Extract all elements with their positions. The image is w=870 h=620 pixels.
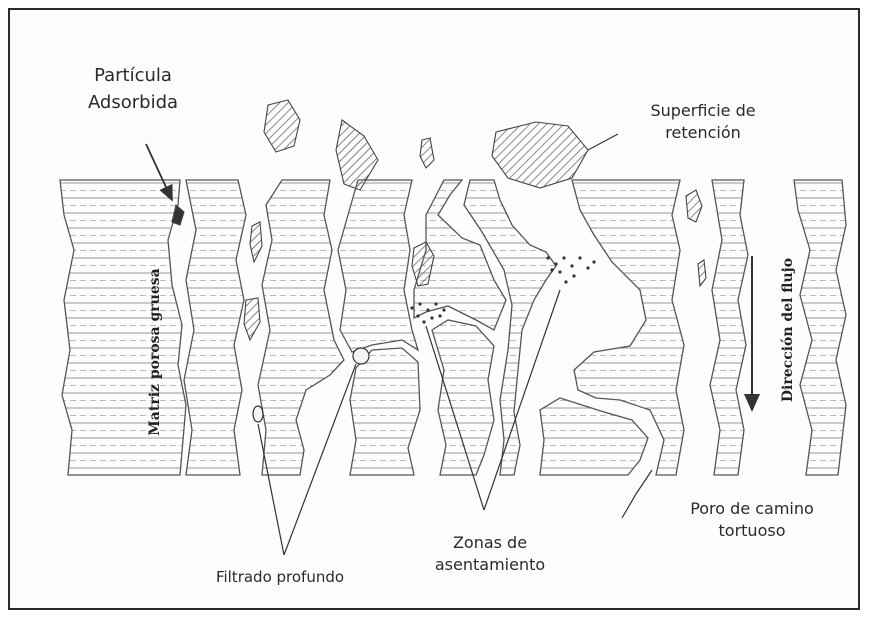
label-flow-direction: Dirección del flujo: [780, 258, 796, 402]
particle: [244, 298, 260, 340]
particle: [250, 222, 262, 262]
label-tortuous-pore-line1: Poro de camino: [662, 498, 842, 520]
particle: [420, 138, 434, 168]
grain-2: [184, 180, 246, 475]
label-retention-surface-line1: Superficie de: [628, 100, 778, 122]
grain-7: [432, 320, 494, 475]
grain-12: [794, 180, 846, 475]
label-coarse-matrix: Matriz porosa gruesa: [147, 268, 163, 435]
label-particle-adsorbed-line2: Adsorbida: [68, 89, 198, 116]
label-retention-surface: Superficie de retención: [628, 100, 778, 144]
captured-particle: [353, 348, 369, 364]
grain-5: [350, 348, 420, 475]
tortuous-leader: [622, 470, 652, 518]
label-particle-adsorbed-line1: Partícula: [68, 62, 198, 89]
particle-large: [492, 122, 588, 188]
particle: [264, 100, 300, 152]
grain-10: [540, 398, 648, 475]
label-retention-surface-line2: retención: [628, 122, 778, 144]
label-settling-zones: Zonas de asentamiento: [420, 532, 560, 576]
label-tortuous-pore-line2: tortuoso: [662, 520, 842, 542]
label-tortuous-pore: Poro de camino tortuoso: [662, 498, 842, 542]
grain-11: [710, 180, 748, 475]
label-deep-filtration: Filtrado profundo: [190, 566, 370, 588]
particle: [698, 260, 706, 286]
grain-1: [60, 180, 186, 475]
retention-leader: [588, 134, 618, 150]
grain-4: [338, 180, 418, 352]
label-settling-zones-line2: asentamiento: [420, 554, 560, 576]
label-settling-zones-line1: Zonas de: [420, 532, 560, 554]
captured-particle: [253, 406, 263, 422]
particle: [686, 190, 702, 222]
label-particle-adsorbed: Partícula Adsorbida: [68, 62, 198, 116]
